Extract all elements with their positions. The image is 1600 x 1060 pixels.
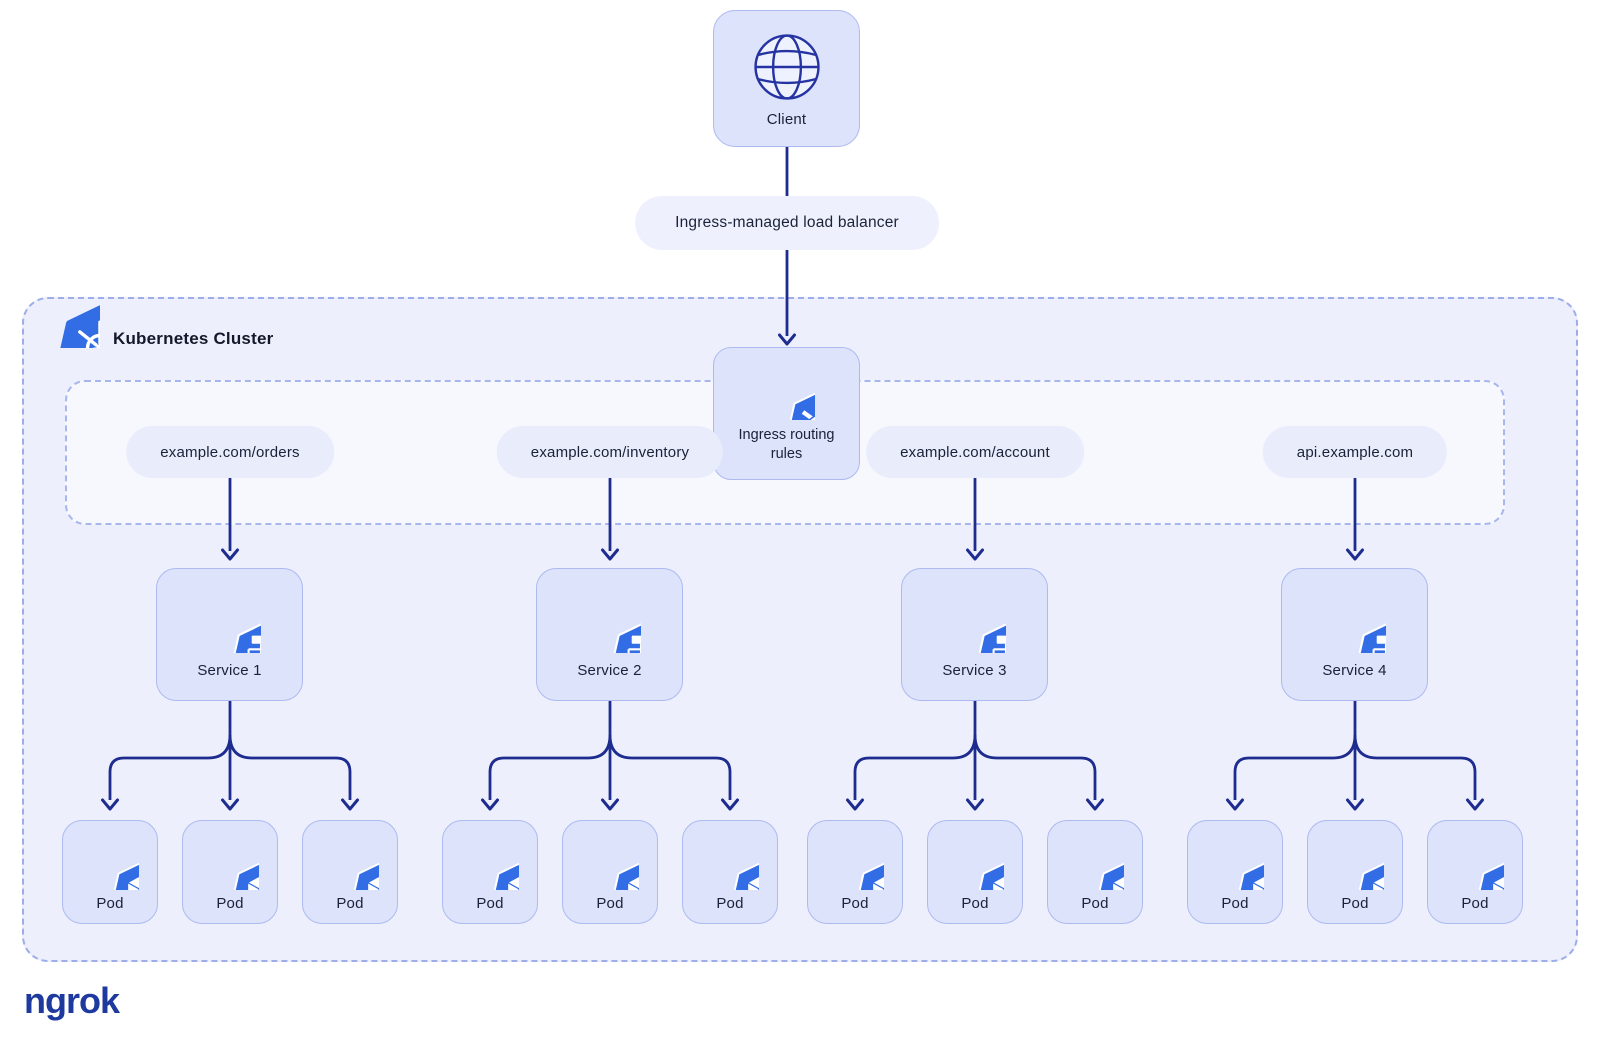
route-host: example.com/inventory — [530, 443, 690, 461]
service-1-node: Service 1 — [156, 568, 303, 701]
cluster-title: Kubernetes Cluster — [113, 329, 274, 348]
pod-icon — [202, 833, 259, 890]
pod-icon — [1327, 833, 1384, 890]
route-pill-api: api.example.com — [1262, 426, 1448, 478]
pod-icon — [947, 833, 1004, 890]
pod-icon — [1067, 833, 1124, 890]
service-2-node: Service 2 — [536, 568, 683, 701]
pod-node: Pod — [1307, 820, 1403, 924]
service-label: Service 1 — [197, 661, 262, 679]
ngrok-logo: ngrok — [24, 980, 120, 1021]
service-icon — [579, 591, 641, 653]
ingress-routing-label: Ingress routing rules — [738, 427, 835, 462]
globe-icon — [753, 33, 820, 100]
route-pill-account: example.com/account — [866, 426, 1084, 478]
route-pill-orders: example.com/orders — [126, 426, 334, 478]
service-label: Service 2 — [577, 661, 642, 679]
pod-label: Pod — [1461, 894, 1489, 912]
pod-label: Pod — [96, 894, 124, 912]
kubernetes-logo-icon — [14, 262, 100, 348]
client-node: Client — [713, 10, 860, 147]
pod-icon — [82, 833, 139, 890]
service-4-node: Service 4 — [1281, 568, 1428, 701]
pod-node: Pod — [1047, 820, 1143, 924]
ingress-routing-icon — [758, 363, 815, 420]
pod-label: Pod — [716, 894, 744, 912]
ingress-routing-node: Ingress routing rules — [713, 347, 860, 480]
pod-icon — [322, 833, 379, 890]
pod-label: Pod — [961, 894, 989, 912]
load-balancer-pill: Ingress-managed load balancer — [635, 196, 939, 250]
route-pill-inventory: example.com/inventory — [496, 426, 724, 478]
pod-node: Pod — [1187, 820, 1283, 924]
service-label: Service 4 — [1322, 661, 1387, 679]
pod-icon — [702, 833, 759, 890]
pod-label: Pod — [216, 894, 244, 912]
pod-node: Pod — [927, 820, 1023, 924]
pod-icon — [827, 833, 884, 890]
pod-label: Pod — [1341, 894, 1369, 912]
pod-label: Pod — [336, 894, 364, 912]
load-balancer-label: Ingress-managed load balancer — [675, 214, 899, 231]
pod-label: Pod — [476, 894, 504, 912]
pod-icon — [1447, 833, 1504, 890]
pod-node: Pod — [442, 820, 538, 924]
route-host: example.com/account — [900, 443, 1050, 461]
pod-label: Pod — [841, 894, 869, 912]
service-icon — [1324, 591, 1386, 653]
service-3-node: Service 3 — [901, 568, 1048, 701]
pod-label: Pod — [596, 894, 624, 912]
service-label: Service 3 — [942, 661, 1007, 679]
pod-node: Pod — [682, 820, 778, 924]
pod-node: Pod — [62, 820, 158, 924]
route-host: api.example.com — [1296, 443, 1414, 461]
route-host: example.com/orders — [160, 443, 300, 461]
pod-node: Pod — [1427, 820, 1523, 924]
pod-node: Pod — [182, 820, 278, 924]
pod-label: Pod — [1081, 894, 1109, 912]
pod-icon — [462, 833, 519, 890]
pod-node: Pod — [807, 820, 903, 924]
pod-icon — [1207, 833, 1264, 890]
pod-node: Pod — [302, 820, 398, 924]
pod-icon — [582, 833, 639, 890]
service-icon — [944, 591, 1006, 653]
client-label: Client — [766, 110, 807, 128]
service-icon — [199, 591, 261, 653]
pod-node: Pod — [562, 820, 658, 924]
pod-label: Pod — [1221, 894, 1249, 912]
